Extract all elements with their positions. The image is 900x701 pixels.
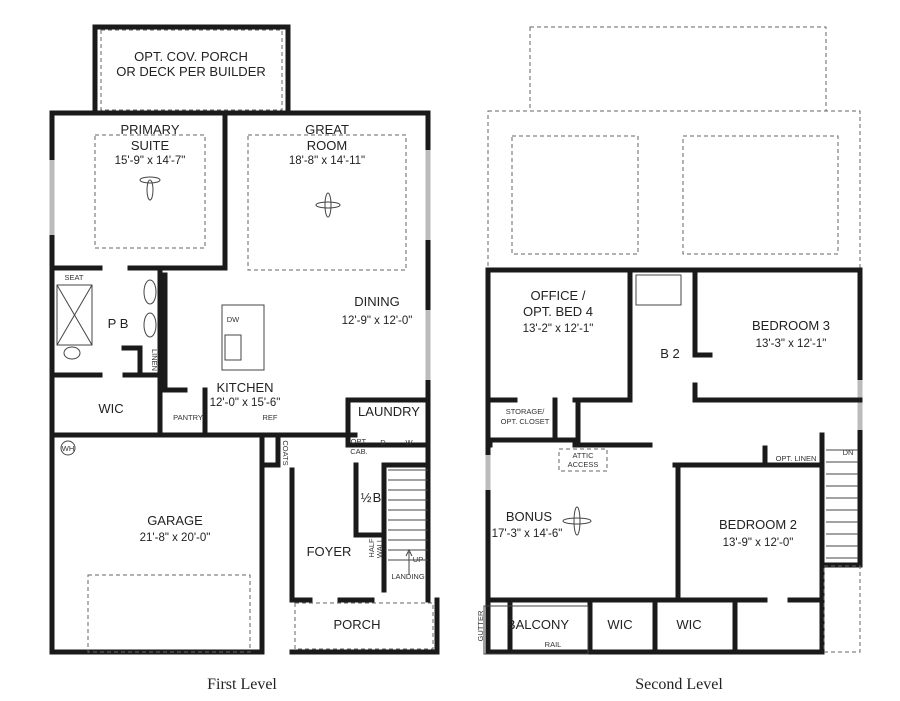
- attic-access-label-1: ATTIC: [572, 451, 594, 460]
- pantry-label: PANTRY: [173, 413, 203, 422]
- opt-cab-label-1: OPT.: [351, 437, 368, 446]
- first-level-plan: OPT. COV. PORCH OR DECK PER BUILDER: [49, 24, 592, 693]
- attic-access-label-2: ACCESS: [568, 460, 599, 469]
- gutter-label: GUTTER: [476, 610, 485, 641]
- second-level-plan: OFFICE / OPT. BED 4 13'-2" x 12'-1" BEDR…: [476, 26, 863, 693]
- second-level-caption: Second Level: [635, 676, 723, 693]
- primary-suite-dims: 15'-9" x 14'-7": [115, 155, 186, 167]
- water-heater-label: WH: [62, 444, 75, 453]
- kitchen-island: [221, 304, 265, 371]
- linen-label: LINEN: [150, 349, 159, 371]
- bedroom2-dims: 13'-9" x 12'-0": [723, 537, 794, 549]
- wic-2-label: WIC: [676, 617, 701, 632]
- washer-label: W: [405, 438, 413, 447]
- half-wall-label-2: WALL: [375, 538, 384, 558]
- primary-suite-label-2: SUITE: [131, 138, 170, 153]
- dryer-label: D: [380, 438, 386, 447]
- interior-walls-2: [485, 267, 863, 655]
- dishwasher-label: DW: [227, 315, 240, 324]
- dining-dims: 12'-9" x 12'-0": [342, 315, 413, 327]
- great-room-label-1: GREAT: [305, 122, 349, 137]
- first-level-caption: First Level: [207, 676, 277, 693]
- garage-label: GARAGE: [147, 513, 203, 528]
- bedroom3-label: BEDROOM 3: [752, 318, 830, 333]
- dining-label: DINING: [354, 294, 400, 309]
- balcony-label: BALCONY: [507, 617, 569, 632]
- primary-suite-label-1: PRIMARY: [121, 122, 180, 137]
- rail-label: RAIL: [545, 640, 562, 649]
- bonus-dims: 17'-3" x 14'-6": [492, 528, 563, 540]
- seat-label: SEAT: [64, 273, 83, 282]
- rear-porch-label-2: OR DECK PER BUILDER: [116, 64, 266, 79]
- half-bath-label: B: [373, 490, 382, 505]
- bedroom3-dims: 13'-3" x 12'-1": [756, 338, 827, 350]
- stairs-up-label: UP: [413, 555, 423, 564]
- great-room-dims: 18'-8" x 14'-11": [289, 155, 365, 167]
- primary-bath-label: P B: [108, 316, 129, 331]
- opt-cab-label-2: CAB.: [350, 447, 368, 456]
- storage-label-2: OPT. CLOSET: [501, 417, 550, 426]
- landing-label: LANDING: [391, 572, 425, 581]
- wic-label: WIC: [98, 401, 123, 416]
- office-label-2: OPT. BED 4: [523, 304, 593, 319]
- wic-1-label: WIC: [607, 617, 632, 632]
- bedroom2-label: BEDROOM 2: [719, 517, 797, 532]
- bath2-label: B 2: [660, 346, 680, 361]
- office-dims: 13'-2" x 12'-1": [523, 323, 594, 335]
- roof-outline: [487, 110, 861, 269]
- storage-label-1: STORAGE/: [506, 407, 546, 416]
- rear-porch-label-1: OPT. COV. PORCH: [134, 49, 248, 64]
- half-bath-fraction: ½: [361, 490, 372, 505]
- foyer-label: FOYER: [307, 544, 352, 559]
- interior-walls: [49, 110, 431, 655]
- laundry-label: LAUNDRY: [358, 404, 420, 419]
- coats-label: COATS: [281, 440, 290, 465]
- kitchen-dims: 12'-0" x 15'-6": [210, 397, 281, 409]
- bonus-label: BONUS: [506, 509, 553, 524]
- opt-linen-label: OPT. LINEN: [776, 454, 817, 463]
- front-porch-label: PORCH: [334, 617, 381, 632]
- kitchen-label: KITCHEN: [216, 380, 273, 395]
- great-room-label-2: ROOM: [307, 138, 347, 153]
- stairs-down-label: DN: [843, 448, 854, 457]
- exterior-walls: [49, 110, 440, 655]
- refrigerator-label: REF: [263, 413, 278, 422]
- half-wall-label-1: HALF: [367, 538, 376, 558]
- garage-dims: 21'-8" x 20'-0": [140, 532, 211, 544]
- office-label-1: OFFICE /: [531, 288, 586, 303]
